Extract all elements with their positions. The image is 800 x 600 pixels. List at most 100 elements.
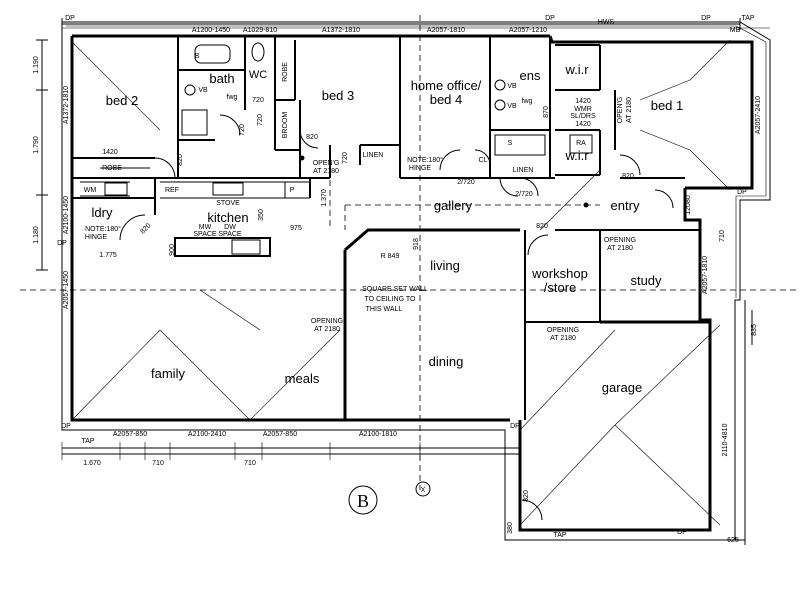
note-opening-garage-2: AT 2180	[550, 335, 576, 342]
grid-lines	[20, 15, 800, 490]
label-linen-1: LINEN	[363, 152, 384, 159]
dim-720-3: 720	[257, 114, 264, 126]
dim-bottom-span-2: 710	[152, 460, 164, 467]
label-mw-space-1: MW	[199, 224, 212, 231]
note-opening-study-2: AT 2180	[607, 245, 633, 252]
door-swings	[119, 114, 674, 521]
dim-bottom-2: A2100-2410	[188, 431, 226, 438]
note-opening-study-1: OPENING	[604, 237, 636, 244]
dim-1420: 1420	[102, 149, 118, 156]
label-hws: HWS	[598, 19, 615, 26]
dim-right-window-2: A2057-1810	[702, 256, 709, 294]
dim-top-5: A2057-1210	[509, 27, 547, 34]
dim-left-window-3: A2057-1450	[63, 271, 70, 309]
dim-12080: 12080	[685, 195, 692, 215]
room-bed2: bed 2	[106, 93, 139, 108]
dim-left-2: 1.790	[33, 136, 40, 154]
note-opening-living-1: OPENING	[311, 318, 343, 325]
room-home-office-line1: home office/	[411, 78, 482, 93]
dim-top-1: A1200-1450	[192, 27, 230, 34]
interior-walls	[72, 36, 710, 420]
room-gallery: gallery	[434, 198, 473, 213]
reference-circle	[348, 485, 378, 515]
label-vb-bath: VB	[198, 87, 208, 94]
dim-top-2: A1029-810	[243, 27, 277, 34]
label-robe-bed2: ROBE	[102, 165, 122, 172]
room-wir-bottom: w.i.r	[564, 148, 589, 163]
dim-820-bed3: 820	[306, 134, 318, 141]
dim-918: 918	[413, 238, 420, 250]
dim-720-2: 720	[239, 124, 246, 136]
dim-bottom-1: A2057-850	[113, 431, 147, 438]
label-pantry: P	[290, 187, 295, 194]
label-shower-s: S	[508, 140, 513, 147]
reference-label: B	[357, 491, 369, 511]
room-garage: garage	[602, 380, 642, 395]
note-hinge-2: HINGE	[409, 165, 432, 172]
note-ldry-hinge-1: NOTE:180°	[85, 225, 121, 233]
label-broom: BROOM	[282, 112, 289, 139]
dim-820-bed1: 820	[622, 173, 634, 180]
note-openg-bed1-1: OPEN'G	[617, 97, 624, 124]
room-workshop-line1: workshop	[531, 266, 588, 281]
note-wir-1: 1420	[575, 98, 591, 105]
dim-870: 870	[543, 106, 550, 118]
room-dining: dining	[429, 354, 464, 369]
dim-1775: 1.775	[99, 252, 117, 259]
room-bed1: bed 1	[651, 98, 684, 113]
exterior-walls	[70, 34, 754, 532]
dim-left-1: 1.190	[33, 56, 40, 74]
note-wir-2: WMR	[574, 106, 592, 113]
room-entry: entry	[611, 198, 640, 213]
room-ens: ens	[520, 68, 541, 83]
axis-label: X	[421, 487, 426, 494]
label-ra: RA	[576, 140, 586, 147]
label-dw-space-2: SPACE	[218, 231, 242, 238]
room-home-office-line2: bed 4	[430, 92, 463, 107]
room-workshop-line2: /store	[544, 280, 577, 295]
dim-top-dp-2: DP	[545, 15, 555, 22]
room-kitchen: kitchen	[207, 210, 248, 225]
label-linen-2: LINEN	[513, 167, 534, 174]
dim-dp-garage: DP	[677, 529, 687, 536]
fixtures	[104, 42, 593, 255]
dim-720-1: 720	[252, 97, 264, 104]
dim-bottom-3: A2057-850	[263, 431, 297, 438]
label-tap-bottom-left: TAP	[81, 438, 94, 445]
dim-bottom-span-3: 710	[244, 460, 256, 467]
label-bath-b: B	[195, 53, 200, 60]
dim-dp-entry: DP	[737, 189, 747, 196]
eaves-outline	[61, 21, 771, 541]
dim-820-workshop: 820	[536, 223, 548, 230]
dim-left-3: 1.180	[33, 226, 40, 244]
room-study: study	[630, 273, 662, 288]
note-square-set-3: THIS WALL	[366, 306, 403, 313]
label-mb: MB	[730, 27, 741, 34]
note-square-set-1: SQUARE SET WALL	[362, 286, 428, 293]
room-living: living	[430, 258, 460, 273]
label-vb-ens-1: VB	[507, 83, 517, 90]
label-robe-bed3: ROBE	[282, 62, 289, 82]
note-openg-bed1-2: AT 2180	[626, 97, 633, 123]
dim-left-window-1: A1372-1810	[63, 86, 70, 124]
note-openg-bed3-height: AT 2180	[313, 168, 339, 175]
dim-top-3: A1372-1810	[322, 27, 360, 34]
label-cl: CL	[479, 157, 488, 164]
dim-top-dp-3: DP	[701, 15, 711, 22]
dim-right-window-3: 2110-4810	[722, 423, 729, 456]
dim-350: 350	[258, 209, 265, 221]
room-meals: meals	[285, 371, 320, 386]
room-wc: WC	[249, 69, 267, 81]
label-mw-space-2: SPACE	[193, 231, 217, 238]
note-r849: R 849	[381, 253, 400, 260]
label-tap-top: TAP	[741, 15, 754, 22]
dim-bottom-dp-2: DP	[510, 423, 520, 430]
label-stove: STOVE	[216, 200, 240, 207]
dim-720-linen: 720	[342, 152, 349, 164]
dim-820-bed2: 820	[177, 154, 184, 166]
dim-dp-left: DP	[57, 240, 67, 247]
room-wir-top: w.i.r	[564, 62, 589, 77]
dim-2720-2: 2/720	[515, 191, 533, 198]
dim-380: 380	[507, 522, 514, 534]
